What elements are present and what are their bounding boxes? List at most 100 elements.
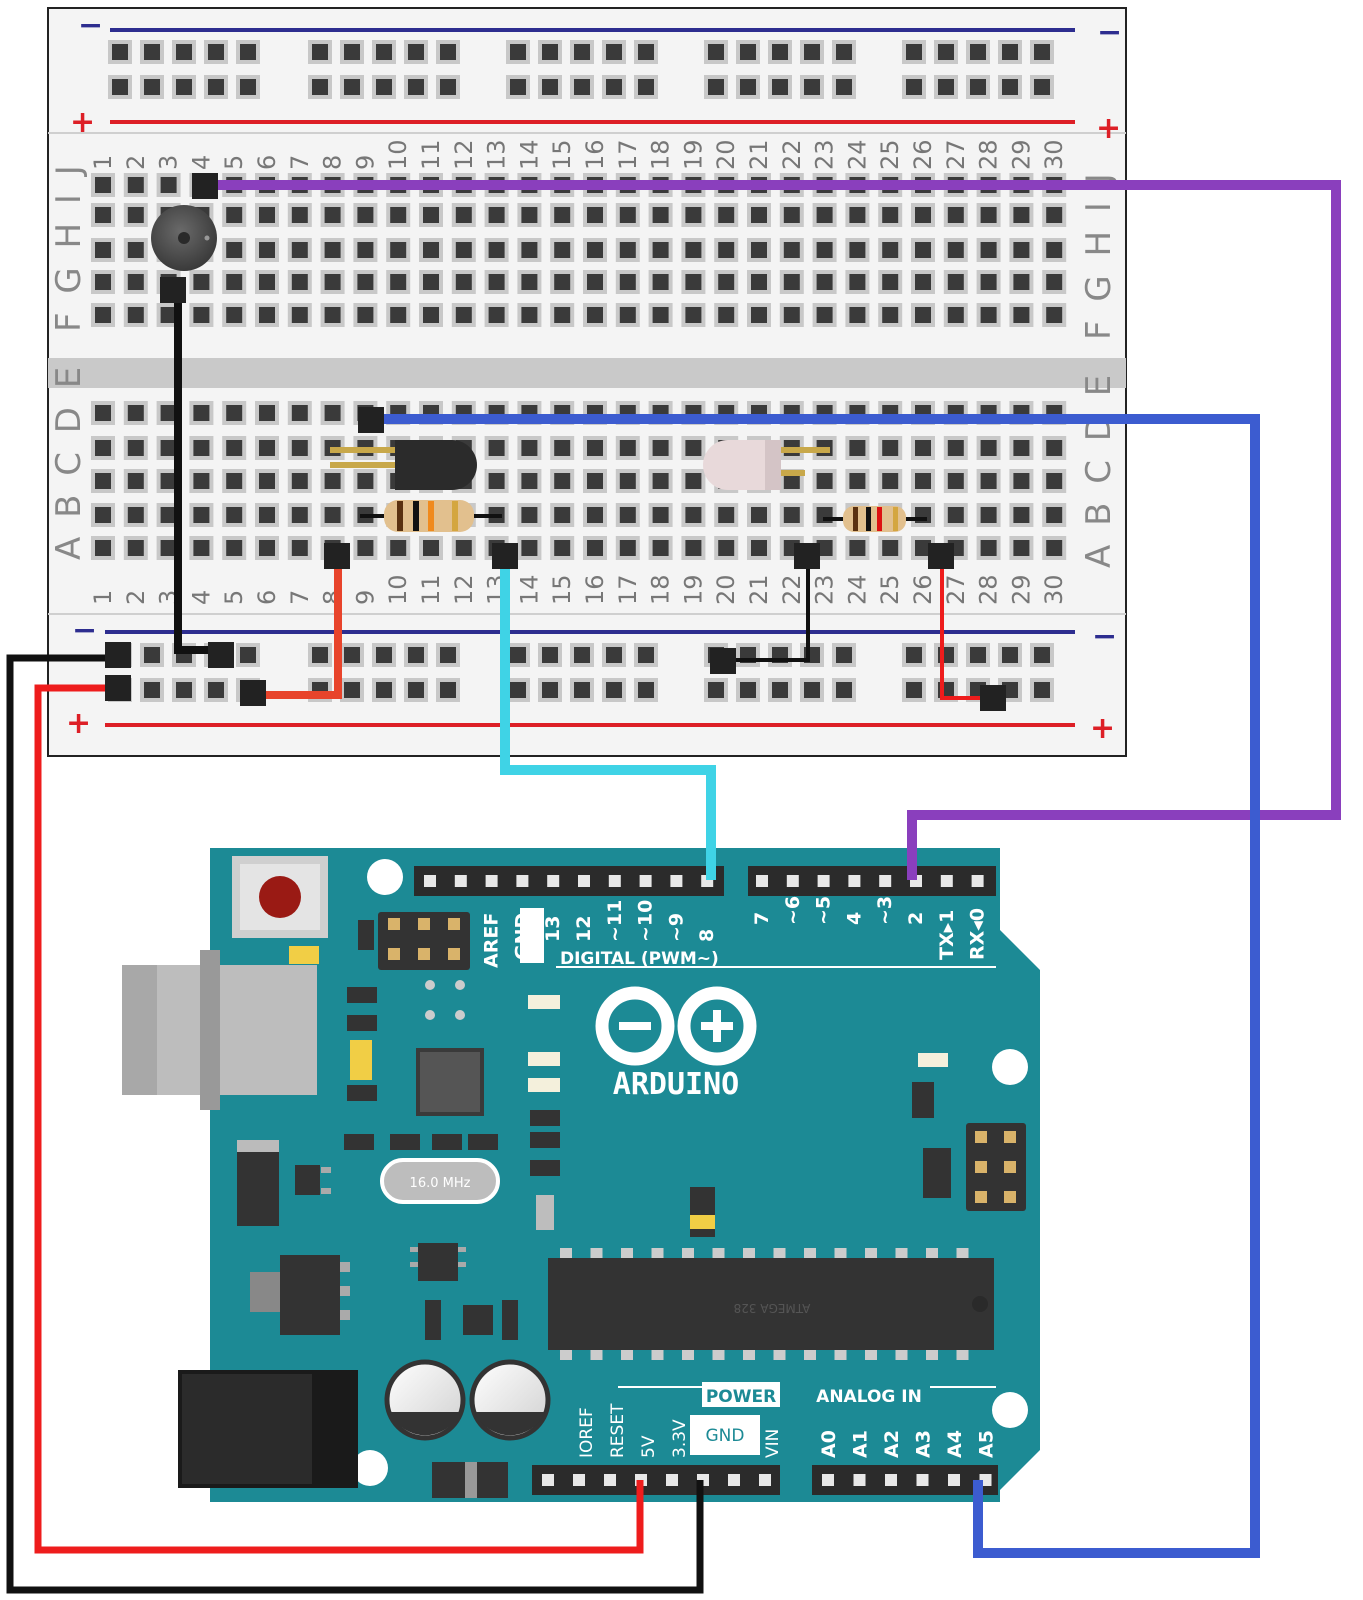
breadboard-hole — [966, 75, 990, 99]
pin-socket[interactable] — [728, 1474, 740, 1486]
wire-red-5v-to-arduino — [34, 684, 644, 1554]
breadboard-hole — [648, 238, 673, 262]
power-header — [532, 1465, 780, 1495]
column-number: 21 — [745, 139, 773, 170]
breadboard-hole — [602, 40, 626, 64]
breadboard-hole — [255, 536, 279, 560]
chip-pin — [865, 1348, 877, 1360]
breadboard-hole — [634, 40, 658, 64]
pin-socket[interactable] — [516, 875, 529, 887]
breadboard-hole — [714, 536, 739, 560]
breadboard-hole — [189, 401, 214, 425]
breadboard-center-channel — [48, 358, 1126, 388]
phototransistor-body — [395, 440, 477, 490]
breadboard-hole — [255, 401, 279, 425]
pin-socket[interactable] — [817, 875, 830, 887]
breadboard-hole — [800, 75, 824, 99]
pin-socket[interactable] — [578, 875, 590, 887]
breadboard-hole — [91, 173, 115, 197]
pin-socket[interactable] — [759, 1474, 771, 1486]
breadboard-hole — [812, 270, 837, 294]
pin-socket[interactable] — [604, 1474, 616, 1486]
pin-socket[interactable] — [542, 1474, 554, 1486]
breadboard-hole — [1030, 643, 1054, 667]
breadboard-hole — [189, 436, 214, 460]
chip-pin — [743, 1348, 755, 1360]
analog-pin-label: A3 — [913, 1430, 935, 1458]
pin-socket[interactable] — [879, 875, 892, 887]
breadboard-hole — [845, 238, 870, 262]
power-pin-sockets — [542, 1474, 992, 1486]
wire-endpoint — [105, 642, 131, 668]
breadboard-hole — [404, 678, 428, 702]
breadboard-hole — [911, 270, 935, 294]
crystal-oscillator — [380, 1158, 500, 1204]
breadboard-hole — [943, 436, 968, 460]
breadboard-hole — [320, 469, 345, 493]
breadboard-hole — [648, 469, 673, 493]
breadboard-hole — [404, 75, 428, 99]
mounting-hole — [367, 859, 403, 895]
pin-socket[interactable] — [853, 1474, 866, 1486]
breadboard-hole — [648, 270, 673, 294]
pin-socket[interactable] — [948, 1474, 960, 1486]
pin-socket[interactable] — [639, 875, 652, 887]
pin-socket[interactable] — [666, 1474, 678, 1486]
pin-socket[interactable] — [454, 875, 467, 887]
resistor-2 — [823, 506, 927, 532]
breadboard-hole — [1042, 270, 1067, 294]
breadboard-hole — [91, 401, 115, 425]
breadboard-hole — [1030, 678, 1054, 702]
pin-socket[interactable] — [670, 875, 683, 887]
breadboard-hole — [832, 40, 856, 64]
chip-pin — [773, 1248, 786, 1260]
pin-socket[interactable] — [424, 875, 436, 887]
breadboard-hole — [976, 436, 1001, 460]
breadboard-hole — [550, 238, 575, 262]
pin-socket[interactable] — [756, 875, 768, 887]
breadboard-hole — [386, 238, 411, 262]
breadboard-hole — [845, 436, 870, 460]
column-number: 14 — [515, 574, 543, 605]
pin-socket[interactable] — [786, 875, 799, 887]
pin-socket[interactable] — [573, 1474, 585, 1486]
breadboard-hole — [484, 203, 509, 227]
breadboard-hole — [172, 678, 196, 702]
breadboard-hole — [768, 40, 792, 64]
breadboard-hole — [340, 643, 364, 667]
breadboard-hole — [878, 270, 903, 294]
breadboard-hole — [123, 238, 148, 262]
breadboard-hole — [615, 469, 640, 493]
pin-socket[interactable] — [485, 875, 498, 887]
pin-socket[interactable] — [608, 875, 621, 887]
pin-socket[interactable] — [547, 875, 560, 887]
breadboard-hole — [123, 469, 148, 493]
breadboard-hole — [911, 469, 935, 493]
breadboard-hole — [812, 203, 837, 227]
column-number: 17 — [614, 139, 642, 170]
column-number: 26 — [909, 574, 937, 605]
pin-socket[interactable] — [885, 1474, 897, 1486]
breadboard-hole — [517, 503, 542, 527]
led-body — [703, 440, 780, 490]
pin-socket[interactable] — [916, 1474, 929, 1486]
pin-socket[interactable] — [822, 1474, 834, 1486]
breadboard-hole — [287, 436, 312, 460]
breadboard-hole — [878, 203, 903, 227]
pin-socket[interactable] — [940, 875, 953, 887]
breadboard-hole — [550, 303, 575, 327]
breadboard-hole — [320, 401, 345, 425]
breadboard-hole — [583, 436, 607, 460]
breadboard-hole — [934, 643, 958, 667]
breadboard-hole — [634, 75, 658, 99]
pin-socket[interactable] — [971, 875, 984, 887]
voltage-regulator — [280, 1255, 340, 1335]
breadboard-hole — [634, 678, 658, 702]
breadboard-hole — [1009, 469, 1034, 493]
breadboard-hole — [517, 303, 542, 327]
wire-endpoint — [928, 543, 954, 569]
breadboard-hole — [386, 270, 411, 294]
breadboard-hole — [517, 270, 542, 294]
pin-socket[interactable] — [848, 875, 861, 887]
breadboard-hole — [91, 536, 115, 560]
